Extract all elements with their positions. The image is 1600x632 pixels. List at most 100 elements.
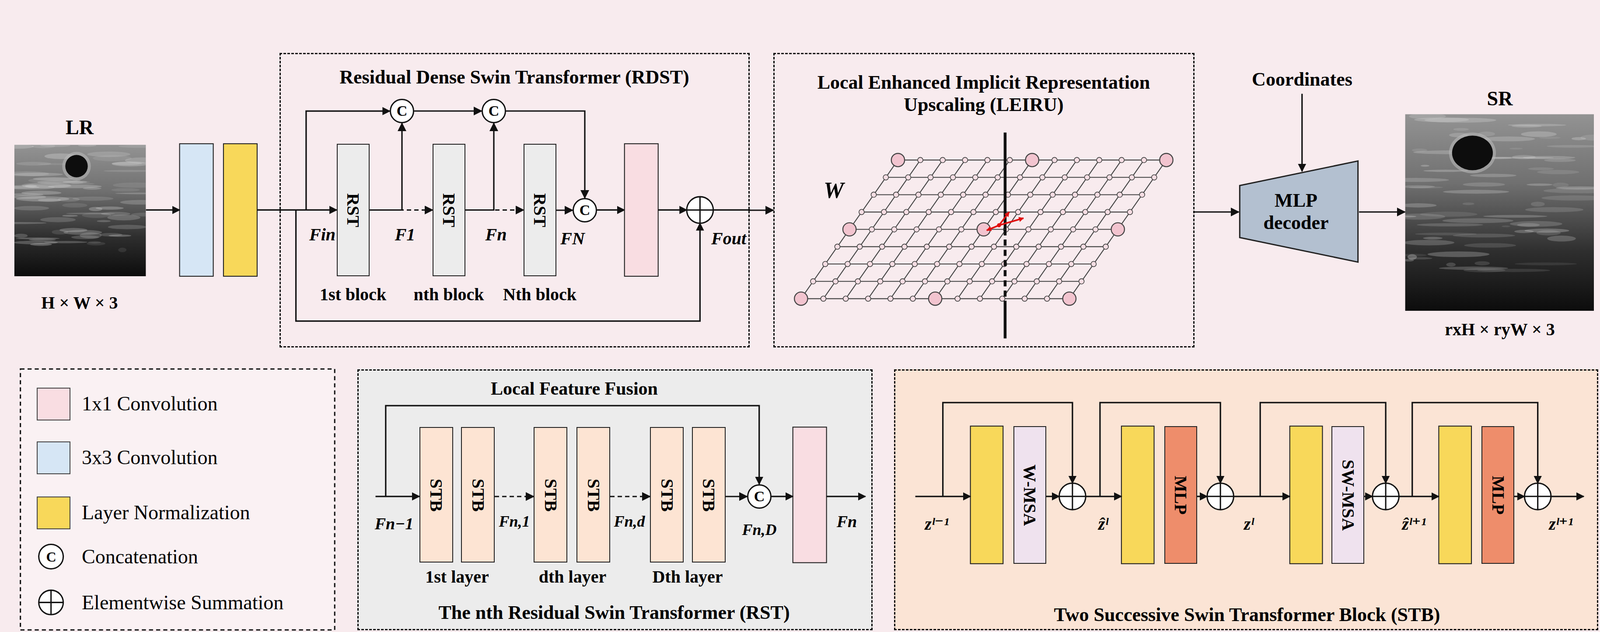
block-box: STB: [691, 427, 726, 563]
query-axis: [1003, 229, 1007, 304]
tissue-streak: [16, 196, 70, 202]
query-arrow: [999, 218, 1024, 226]
block-name: STB: [583, 478, 604, 513]
grid-line: [1002, 160, 1100, 299]
wire: [375, 496, 420, 498]
sum-cross: [1059, 483, 1087, 511]
grid-point: [1058, 244, 1064, 250]
block-name: STB: [540, 478, 561, 513]
tissue-streak: [77, 144, 97, 147]
wire: [1197, 496, 1208, 498]
tissue-streak: [1525, 207, 1584, 213]
block-box: W-MSA: [1013, 426, 1047, 565]
layer-index: dth layer: [538, 567, 607, 588]
legend-panel: [20, 369, 336, 631]
image-size: rxH × ryW × 3: [1444, 319, 1555, 340]
grid-point: [857, 244, 863, 250]
lesion-ring: [62, 152, 91, 181]
tissue-streak: [1414, 117, 1469, 123]
decoder-name: MLP decoder: [1254, 189, 1338, 235]
concat-circle: C: [389, 98, 415, 124]
tissue-streak: [1404, 215, 1417, 218]
wire: [713, 209, 751, 211]
latent-code: [1025, 153, 1039, 167]
grid-point: [834, 244, 840, 250]
grid-line: [935, 160, 1033, 299]
trapezoid-outline: [1238, 160, 1359, 264]
block-box: MLP: [1164, 426, 1198, 565]
signal-name: zˡ⁺¹: [1548, 514, 1573, 535]
tissue-streak: [1446, 262, 1456, 268]
grid-point: [962, 157, 968, 163]
tissue-streak: [107, 214, 141, 221]
sum-cross: [1524, 483, 1552, 511]
grid-point: [1023, 261, 1030, 267]
legend-swatch: [36, 441, 71, 475]
layer-norm-box: [1438, 426, 1472, 565]
tissue-streak: [62, 214, 78, 217]
tissue-streak: [1537, 170, 1580, 175]
concat-sample: [38, 544, 64, 570]
concat-circle: C: [572, 198, 598, 223]
panel-ground: [894, 369, 1599, 631]
grid-point: [1090, 261, 1097, 267]
grid-point: [1034, 279, 1040, 285]
grid-point: [993, 209, 999, 215]
layer-norm-box: [1121, 426, 1155, 565]
grid-point: [956, 261, 962, 267]
signal-name: ẑˡ: [1098, 514, 1108, 535]
signal-name: Fn: [485, 224, 507, 245]
grid-point: [1151, 174, 1157, 181]
grid-point: [855, 279, 861, 285]
block-index: nth block: [413, 284, 484, 305]
tissue-streak: [14, 172, 63, 177]
grid-line: [1024, 160, 1122, 299]
tissue-streak: [112, 182, 147, 188]
grid-point: [901, 244, 908, 250]
block-name: STB: [698, 478, 719, 513]
grid-point: [954, 296, 961, 302]
conv1x1-box: [624, 143, 659, 277]
wire: [943, 402, 1073, 497]
connection-name: Local Feature Fusion: [490, 378, 658, 400]
tissue-streak: [30, 243, 53, 247]
grid-point: [922, 279, 928, 285]
grid-point: [1056, 279, 1062, 285]
tissue-streak: [62, 180, 88, 184]
block-box: RSTnth block: [432, 143, 466, 277]
module-title: Two Successive Swin Transformer Block (S…: [1054, 604, 1441, 627]
tissue-streak: [40, 217, 76, 223]
tissue-streak: [1526, 183, 1553, 187]
layer-norm-box: [223, 143, 258, 277]
grid-point: [1037, 209, 1044, 215]
sum-symbol: [1524, 483, 1552, 511]
grid-point: [1050, 192, 1056, 198]
lesion: [1452, 135, 1493, 171]
ultrasound-picture: [1404, 114, 1594, 311]
tissue-streak: [118, 248, 127, 253]
grid-point: [905, 174, 911, 181]
signal-name: Fin: [309, 224, 336, 245]
connector: [494, 496, 534, 498]
tissue-streak: [1552, 182, 1569, 188]
grid-point: [999, 296, 1005, 302]
image-title: SR: [1487, 87, 1513, 111]
grid-point: [1118, 157, 1125, 163]
legend-text: 1x1 Convolution: [81, 392, 218, 416]
tissue-streak: [14, 234, 28, 238]
latent-code: [928, 292, 942, 306]
tissue-streak: [103, 170, 147, 173]
grid-point: [879, 244, 885, 250]
block-box: SW-MSA: [1331, 426, 1365, 565]
block-box: STB: [461, 427, 495, 563]
wire: [1233, 496, 1290, 498]
tissue-streak: [32, 177, 74, 181]
grid-point: [887, 296, 894, 302]
grid-point: [1139, 192, 1145, 198]
wire: [1551, 496, 1584, 498]
grid-point: [944, 279, 951, 285]
grid-point: [1082, 209, 1088, 215]
grid-point: [977, 296, 983, 302]
signal-name: Fn,d: [613, 513, 645, 532]
grid-point: [859, 209, 865, 215]
